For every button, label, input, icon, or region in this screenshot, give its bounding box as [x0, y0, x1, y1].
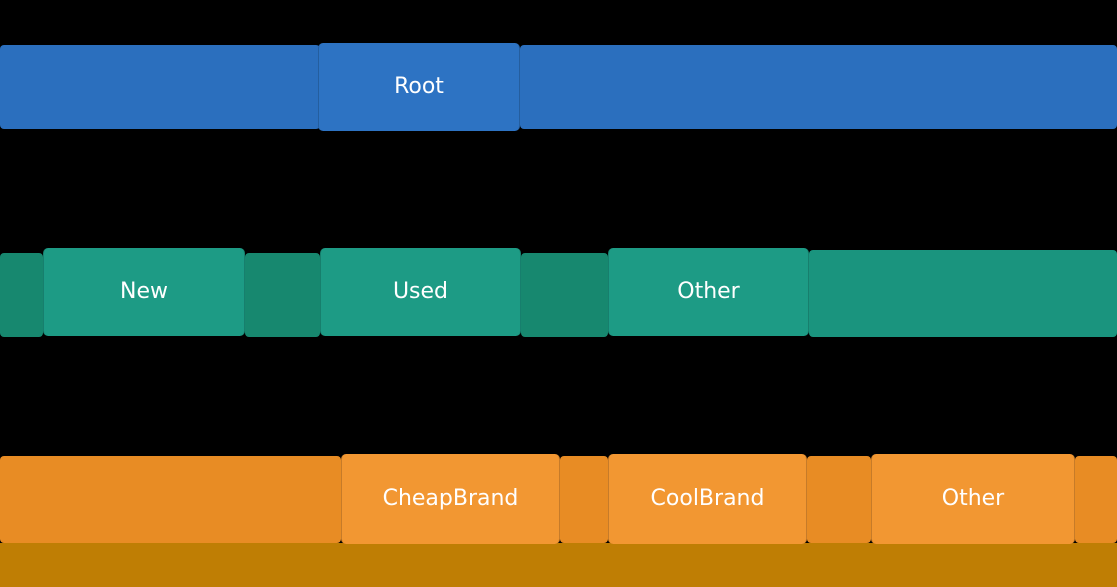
icicle-filler-tile [560, 456, 608, 543]
icicle-filler-tile [0, 456, 341, 543]
icicle-node-cheapbrand-level-3[interactable]: CheapBrand [341, 454, 560, 544]
icicle-filler-tile [245, 253, 320, 337]
icicle-node-other-level-2[interactable]: Other [608, 248, 809, 336]
icicle-filler-tile [807, 456, 871, 543]
icicle-filler-tile [1075, 456, 1117, 543]
icicle-node-used-level-2[interactable]: Used [320, 248, 521, 336]
icicle-filler-tile [521, 253, 608, 337]
icicle-node-label: New [120, 279, 168, 304]
icicle-node-label: Used [392, 279, 449, 304]
icicle-node-label: Root [394, 73, 444, 99]
icicle-node-new-level-2[interactable]: New [43, 248, 245, 336]
icicle-node-label: Other [677, 279, 740, 304]
icicle-node-label: CheapBrand [382, 485, 519, 511]
icicle-filler-tile [0, 253, 43, 337]
icicle-filler-tile [0, 45, 320, 129]
icicle-filler-tile [809, 250, 1117, 337]
icicle-filler-tile [520, 45, 1117, 129]
icicle-node-label: CoolBrand [650, 485, 765, 511]
icicle-node-coolbrand-level-3[interactable]: CoolBrand [608, 454, 807, 544]
icicle-node-root-level-1[interactable]: Root [318, 43, 520, 131]
icicle-clipped-level-band [0, 543, 1117, 587]
icicle-node-label: Other [941, 485, 1005, 511]
icicle-node-other-level-3[interactable]: Other [871, 454, 1075, 544]
